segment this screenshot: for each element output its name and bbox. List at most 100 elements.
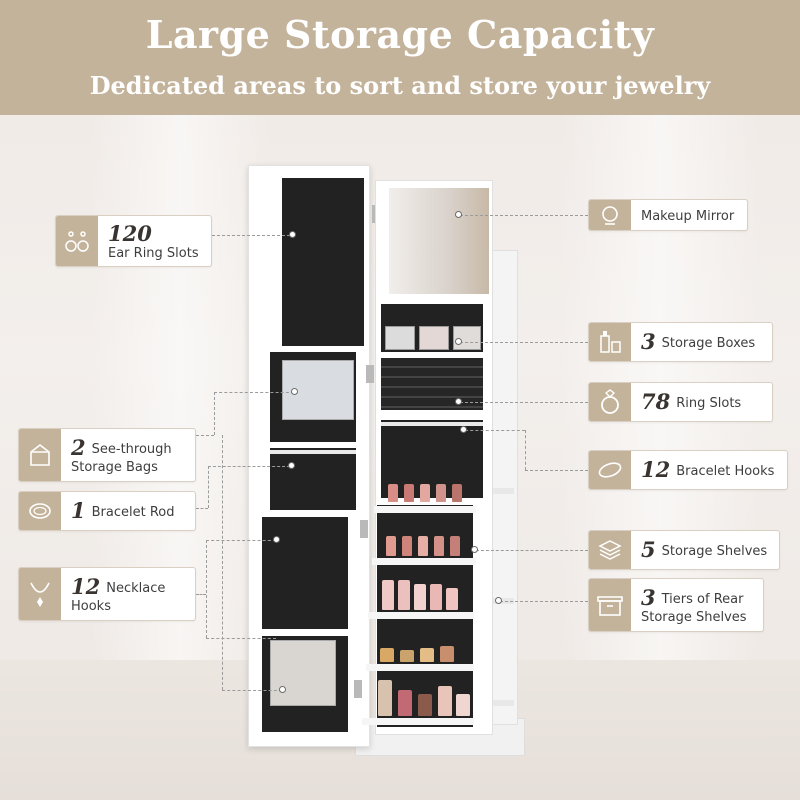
leader-line: [214, 392, 294, 393]
cosmetic-jar: [440, 646, 454, 662]
nail-polish: [436, 484, 446, 502]
earring-panel: [282, 178, 364, 346]
banner: Large Storage Capacity Dedicated areas t…: [0, 0, 800, 115]
perfume-bottle: [398, 690, 412, 716]
cosmetic-jar: [420, 648, 434, 662]
cosmetic-bottle: [398, 580, 410, 610]
leader-dot: [460, 426, 467, 433]
rear-shelf: [484, 700, 514, 706]
storage-shelf: [368, 612, 474, 619]
rear-shelf: [484, 488, 514, 494]
leader-dot: [291, 388, 298, 395]
leader-line: [460, 215, 588, 216]
ring-icon: [589, 383, 631, 421]
boxes-label: Storage Boxes: [661, 336, 756, 352]
callout-bracelet-rod: 1 Bracelet Rod: [18, 491, 196, 531]
mirror-icon: [589, 200, 631, 230]
earring-icon: [56, 216, 98, 266]
bracelet-hooks-count: 12: [641, 457, 671, 483]
page-title: Large Storage Capacity: [145, 12, 655, 57]
ring-label: Ring Slots: [676, 396, 742, 412]
leader-line: [206, 540, 207, 638]
leader-line: [500, 601, 588, 602]
bags-label-line2: Storage Bags: [71, 459, 158, 475]
ring-slot-area: [381, 358, 483, 410]
door-hinge: [360, 520, 368, 538]
see-through-bag: [270, 640, 336, 706]
storage-shelf: [366, 664, 474, 671]
storage-box: [419, 326, 449, 350]
necklace-label-line1: Necklace: [106, 580, 166, 596]
storage-shelf: [372, 558, 476, 565]
bracelet-rod: [270, 450, 356, 454]
makeup-mirror: [389, 188, 489, 294]
leader-line: [208, 466, 209, 508]
layers-icon: [589, 531, 631, 569]
perfume-bottle: [418, 694, 432, 716]
leader-line: [212, 235, 290, 236]
bracelet-rod-count: 1: [71, 498, 86, 524]
shelves-label: Storage Shelves: [661, 544, 768, 560]
necklace-count: 12: [71, 573, 101, 599]
leader-line: [476, 550, 588, 551]
leader-line: [222, 435, 223, 690]
leader-line: [206, 638, 276, 639]
bag-icon: [19, 429, 61, 481]
nail-polish: [450, 536, 460, 556]
rear-label-line1: Tiers of Rear: [661, 591, 744, 607]
leader-dot: [455, 211, 462, 218]
necklace-panel: [262, 517, 348, 629]
cosmetic-bottle: [430, 584, 442, 610]
nail-polish: [386, 536, 396, 556]
leader-line: [196, 508, 208, 509]
leader-line: [465, 430, 525, 431]
cosmetics-icon: [589, 323, 631, 361]
nail-polish: [418, 536, 428, 556]
callout-text: 12 Bracelet Hooks: [631, 457, 774, 482]
cosmetic-bottle: [382, 580, 394, 610]
bracelet-panel: [270, 448, 356, 510]
callout-storage-boxes: 3 Storage Boxes: [588, 322, 773, 362]
leader-line: [222, 690, 282, 691]
callout-text: 3 Storage Boxes: [631, 329, 755, 354]
leader-line: [460, 402, 588, 403]
cosmetic-jar: [380, 648, 394, 662]
callout-necklace-hooks: 12 Necklace Hooks: [18, 567, 196, 621]
leader-dot: [455, 398, 462, 405]
nail-polish: [452, 484, 462, 502]
bracelet-rod-label: Bracelet Rod: [91, 505, 175, 521]
leader-line: [206, 540, 276, 541]
bracelet-hooks-label: Bracelet Hooks: [676, 464, 775, 480]
callout-text: 1 Bracelet Rod: [61, 498, 175, 523]
boxes-count: 3: [641, 329, 656, 355]
perfume-bottle: [438, 686, 452, 716]
page-subtitle: Dedicated areas to sort and store your j…: [89, 71, 711, 100]
perfume-bottle: [378, 680, 392, 716]
leader-dot: [455, 338, 462, 345]
callout-text: 120 Ear Ring Slots: [98, 221, 199, 262]
storage-shelf: [362, 718, 474, 725]
leader-line: [525, 470, 588, 471]
bracelet-icon: [19, 492, 61, 530]
door-hinge: [354, 680, 362, 698]
necklace-label-line2: Hooks: [71, 598, 111, 614]
leader-line: [196, 435, 214, 436]
door-hinge: [366, 365, 374, 383]
leader-line: [208, 466, 290, 467]
mirror-label: Makeup Mirror: [641, 209, 735, 225]
cosmetic-bottle: [446, 588, 458, 610]
leader-dot: [471, 546, 478, 553]
nail-polish: [402, 536, 412, 556]
perfume-bottle: [456, 694, 470, 716]
leader-dot: [288, 462, 295, 469]
callout-text: 12 Necklace Hooks: [61, 574, 165, 615]
shelves-count: 5: [641, 537, 656, 563]
leader-dot: [495, 597, 502, 604]
earring-label: Ear Ring Slots: [108, 245, 199, 261]
callout-text: Makeup Mirror: [631, 205, 734, 225]
